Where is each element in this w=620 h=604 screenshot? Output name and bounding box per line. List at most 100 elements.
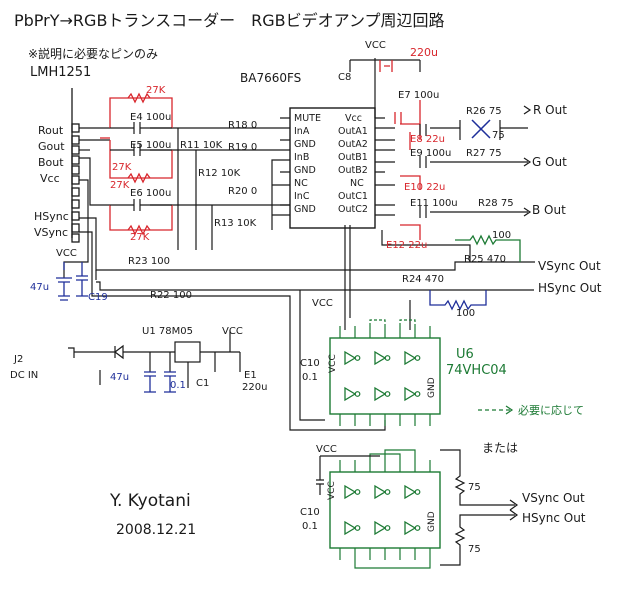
power-supply bbox=[68, 330, 241, 388]
r11-label: R11 10K bbox=[180, 140, 223, 151]
coupling-caps bbox=[110, 122, 172, 211]
green-sync-resistor bbox=[455, 234, 521, 262]
e12-label: E12 22u bbox=[386, 240, 427, 251]
hsync-out-1: HSync Out bbox=[538, 281, 602, 295]
r27k-1: 27K bbox=[146, 85, 166, 96]
vcc-u6b: VCC bbox=[316, 444, 337, 455]
c10b-label: C10 bbox=[300, 507, 320, 518]
u6b-gnd-pin: GND bbox=[427, 511, 437, 532]
lmh1251-connector bbox=[71, 88, 80, 243]
hsync-out-2: HSync Out bbox=[522, 511, 586, 525]
ba-pin-outa1: OutA1 bbox=[338, 126, 368, 137]
u6b-wiring bbox=[316, 449, 519, 566]
e7-label: E7 100u bbox=[398, 90, 439, 101]
e8-label: E8 22u bbox=[410, 134, 445, 145]
note-or: または bbox=[482, 441, 518, 455]
signature-date: 2008.12.21 bbox=[116, 522, 196, 538]
vcc-lmh: VCC bbox=[56, 248, 77, 259]
e4-label: E4 100u bbox=[130, 112, 171, 123]
ba7660-label: BA7660FS bbox=[240, 71, 301, 85]
ba-pin-gnd1: GND bbox=[294, 139, 316, 150]
note-pins: ※説明に必要なピンのみ bbox=[28, 46, 158, 61]
r22-label: R22 100 bbox=[150, 290, 192, 301]
pin-vcc: Vcc bbox=[40, 172, 60, 185]
r24-label: R24 470 bbox=[402, 274, 444, 285]
r19-label: R19 0 bbox=[228, 142, 257, 153]
r26-label: R26 75 bbox=[466, 106, 502, 117]
pin-bout: Bout bbox=[38, 156, 64, 169]
ba-pin-nc2: NC bbox=[350, 178, 364, 189]
vsync-out-2: VSync Out bbox=[522, 491, 585, 505]
ba-pin-outb2: OutB2 bbox=[338, 165, 368, 176]
vcc-amp: VCC bbox=[365, 40, 386, 51]
ba-pin-mute: MUTE bbox=[294, 113, 321, 124]
vsync-out-1: VSync Out bbox=[538, 259, 601, 273]
e1-value: 220u bbox=[242, 382, 267, 393]
output-arrows bbox=[523, 105, 532, 217]
red-rc-networks bbox=[100, 92, 173, 236]
r75-a: 75 bbox=[468, 482, 481, 493]
r27k-4: 27K bbox=[130, 232, 150, 243]
ba-pin-outc2: OutC2 bbox=[338, 204, 368, 215]
note-arrow bbox=[505, 405, 514, 415]
r25-75-label: 75 bbox=[492, 130, 505, 141]
supply-01: 0.1 bbox=[170, 380, 186, 391]
lmh1251-label: LMH1251 bbox=[30, 65, 91, 80]
r75-b: 75 bbox=[468, 544, 481, 555]
supply-47u: 47u bbox=[110, 372, 129, 383]
u6-gnd-pin: GND bbox=[427, 377, 437, 398]
signature-name: Y. Kyotani bbox=[109, 491, 191, 511]
u6-part: 74VHC04 bbox=[446, 363, 507, 378]
ba-pin-inb: InB bbox=[294, 152, 309, 163]
r18-label: R18 0 bbox=[228, 120, 257, 131]
main-wiring bbox=[63, 58, 535, 431]
page-title: PbPrY→RGBトランスコーダー RGBビデオアンプ周辺回路 bbox=[14, 11, 444, 30]
pin-gout: Gout bbox=[38, 140, 65, 153]
c10-value: 0.1 bbox=[302, 372, 318, 383]
u6-label: U6 bbox=[456, 347, 474, 362]
pin-rout: Rout bbox=[38, 124, 64, 137]
ba-pin-inc: InC bbox=[294, 191, 310, 202]
vcc-bypass bbox=[56, 262, 88, 301]
ba-pin-vcc: Vcc bbox=[345, 113, 362, 124]
bout-label: B Out bbox=[532, 203, 566, 217]
vcc-u6: VCC bbox=[312, 298, 333, 309]
u6-vcc-pin: VCC bbox=[328, 354, 338, 373]
j2-label: J2 bbox=[13, 354, 23, 365]
r20-label: R20 0 bbox=[228, 186, 257, 197]
r100-top: 100 bbox=[492, 230, 511, 241]
ba-pin-outb1: OutB1 bbox=[338, 152, 368, 163]
e11-label: E11 100u bbox=[410, 198, 458, 209]
cross-mark bbox=[471, 119, 491, 139]
supply-caps-blue bbox=[144, 371, 176, 393]
u6-inverter-2: VCC GND bbox=[327, 449, 441, 569]
r100-bottom: 100 bbox=[456, 308, 475, 319]
r27k-2: 27K bbox=[110, 180, 130, 191]
vcc-supply: VCC bbox=[222, 326, 243, 337]
ba-pin-gnd2: GND bbox=[294, 165, 316, 176]
e6-label: E6 100u bbox=[130, 188, 171, 199]
c8-label: C8 bbox=[338, 72, 351, 83]
dcin-label: DC IN bbox=[10, 370, 38, 381]
ba-pin-outa2: OutA2 bbox=[338, 139, 368, 150]
r25-label: R25 470 bbox=[464, 254, 506, 265]
r27-label: R27 75 bbox=[466, 148, 502, 159]
c1-label: C1 bbox=[196, 378, 209, 389]
c19-label: C19 bbox=[88, 292, 108, 303]
blue-sync-resistor bbox=[429, 290, 487, 311]
ba-pin-gnd3: GND bbox=[294, 204, 316, 215]
note-as-needed: 必要に応じて bbox=[518, 403, 584, 417]
r28-label: R28 75 bbox=[478, 198, 514, 209]
c10b-value: 0.1 bbox=[302, 521, 318, 532]
ba-pin-outc1: OutC1 bbox=[338, 191, 368, 202]
ba7660-chip: MUTE InA GND InB GND NC InC GND Vcc OutA… bbox=[289, 107, 376, 229]
e7-top-value: 220u bbox=[410, 46, 438, 59]
red-top-caps bbox=[379, 60, 421, 124]
u1-label: U1 78M05 bbox=[142, 326, 193, 337]
black-output-caps bbox=[419, 124, 427, 218]
c47-label: 47u bbox=[30, 282, 49, 293]
r27k-3: 27K bbox=[112, 162, 132, 173]
pin-vsync: VSync bbox=[34, 226, 68, 239]
